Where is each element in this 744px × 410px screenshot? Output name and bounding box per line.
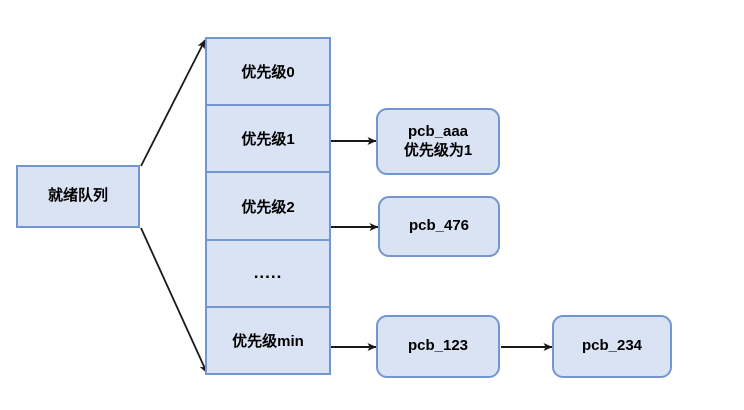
priority-cell-1[interactable]: 优先级1 — [205, 104, 331, 174]
pcb-node-aaa-name: pcb_aaa — [407, 122, 469, 140]
connector-queue-to-column-bottom — [140, 227, 208, 374]
pcb-node-aaa[interactable]: pcb_aaa 优先级为1 — [376, 108, 500, 175]
priority-column: 优先级0 优先级1 优先级2 ..... 优先级min — [205, 37, 331, 376]
priority-cell-min[interactable]: 优先级min — [205, 305, 331, 376]
priority-cell-min-label: 优先级min — [232, 332, 304, 350]
ready-queue-box[interactable]: 就绪队列 — [16, 165, 140, 228]
pcb-node-234-name: pcb_234 — [581, 337, 643, 355]
priority-cell-2[interactable]: 优先级2 — [205, 171, 331, 241]
priority-cell-0[interactable]: 优先级0 — [205, 37, 331, 107]
ready-queue-label: 就绪队列 — [47, 187, 108, 205]
pcb-node-123[interactable]: pcb_123 — [376, 315, 500, 378]
pcb-node-234[interactable]: pcb_234 — [552, 315, 672, 378]
pcb-node-aaa-priority: 优先级为1 — [403, 141, 473, 159]
pcb-node-123-name: pcb_123 — [407, 337, 469, 355]
priority-cell-1-label: 优先级1 — [241, 131, 295, 149]
pcb-node-476-name: pcb_476 — [408, 217, 470, 235]
connector-queue-to-column-top — [140, 39, 206, 167]
priority-cell-ellipsis-label: ..... — [253, 263, 283, 283]
pcb-node-476[interactable]: pcb_476 — [378, 196, 500, 257]
priority-cell-2-label: 优先级2 — [241, 198, 295, 216]
priority-cell-ellipsis[interactable]: ..... — [205, 238, 331, 308]
priority-cell-0-label: 优先级0 — [241, 64, 295, 82]
